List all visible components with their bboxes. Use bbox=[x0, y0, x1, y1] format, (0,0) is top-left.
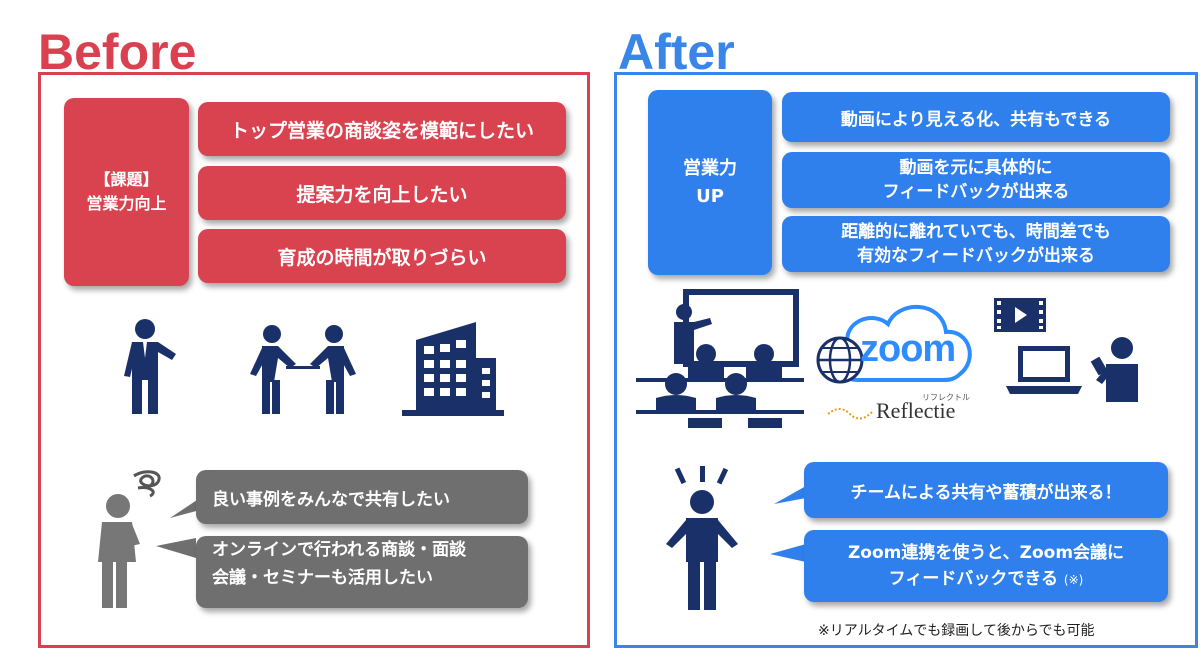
speech-tail bbox=[774, 486, 806, 504]
before-item-1: トップ営業の商談姿を模範にしたい bbox=[198, 102, 566, 156]
reflectie-mark-icon bbox=[827, 408, 873, 420]
after-issue-box: 営業力 UP bbox=[648, 90, 772, 275]
before-heading: Before bbox=[38, 24, 197, 80]
after-panel bbox=[614, 72, 1198, 648]
after-speech-bubble-1: チームによる共有や蓄積が出来る！ bbox=[804, 462, 1168, 518]
after-speech-label: チームによる共有や蓄積が出来る！ bbox=[850, 482, 1122, 503]
person-with-tablet-icon bbox=[1090, 337, 1138, 402]
reflectie-kana: リフレクトル bbox=[922, 393, 970, 402]
after-item-line: 動画を元に具体的に bbox=[899, 158, 1053, 178]
speech-tail bbox=[770, 544, 806, 562]
after-issue-line1: 営業力 bbox=[683, 157, 737, 179]
before-item-label: トップ営業の商談姿を模範にしたい bbox=[229, 119, 534, 142]
after-speech-line: Zoom連携を使うと、Zoom会議に bbox=[847, 542, 1125, 563]
excited-person-icon bbox=[666, 466, 738, 610]
before-speech-bubble-2: オンラインで行われる商談・面談 会議・セミナーも活用したい bbox=[196, 536, 528, 608]
after-speech-bubble-2: Zoom連携を使うと、Zoom会議に フィードバックできる (※) bbox=[804, 530, 1168, 602]
before-item-2: 提案力を向上したい bbox=[198, 166, 566, 220]
laptop-icon bbox=[1006, 346, 1082, 394]
speech-tail bbox=[156, 538, 196, 558]
before-speech-line: オンラインで行われる商談・面談 bbox=[212, 540, 467, 560]
after-item-line: 距離的に離れていても、時間差でも bbox=[841, 222, 1111, 242]
before-issue-box: 【課題】 営業力向上 bbox=[64, 98, 189, 286]
zoom-cloud-icon bbox=[816, 304, 972, 384]
after-item-3: 距離的に離れていても、時間差でも 有効なフィードバックが出来る bbox=[782, 216, 1170, 272]
after-speech-line: フィードバックできる bbox=[888, 568, 1058, 589]
before-item-label: 育成の時間が取りづらい bbox=[277, 246, 487, 269]
office-building-icon bbox=[402, 322, 504, 416]
after-item-label: 動画により見える化、共有もできる bbox=[840, 109, 1112, 130]
before-issue-line2: 営業力向上 bbox=[86, 194, 167, 213]
reflectie-logo: Reflectie bbox=[876, 398, 956, 423]
after-item-line: フィードバックが出来る bbox=[882, 182, 1070, 202]
before-speech-line: 会議・セミナーも活用したい bbox=[212, 568, 433, 588]
before-speech-bubble-1: 良い事例をみんなで共有したい bbox=[196, 470, 528, 524]
after-issue-line2: UP bbox=[696, 185, 724, 207]
before-panel bbox=[38, 72, 590, 648]
before-issue-line1: 【課題】 bbox=[94, 170, 159, 189]
footnote: ※リアルタイムでも録画して後からでも可能 bbox=[818, 623, 1095, 639]
business-meeting-icon bbox=[250, 325, 356, 414]
after-item-2: 動画を元に具体的に フィードバックが出来る bbox=[782, 152, 1170, 208]
confused-person-icon bbox=[98, 470, 161, 608]
zoom-logo: zoom bbox=[860, 328, 956, 370]
after-speech-line2-wrap: フィードバックできる (※) bbox=[889, 566, 1084, 593]
seminar-presentation-icon bbox=[636, 289, 804, 428]
after-heading: After bbox=[618, 24, 735, 80]
after-item-1: 動画により見える化、共有もできる bbox=[782, 92, 1170, 142]
video-film-icon bbox=[994, 298, 1046, 332]
before-item-label: 提案力を向上したい bbox=[296, 183, 468, 206]
after-speech-mark: (※) bbox=[1063, 572, 1084, 587]
before-speech-label: 良い事例をみんなで共有したい bbox=[212, 489, 450, 510]
presenter-icon bbox=[124, 319, 176, 414]
speech-tail bbox=[170, 498, 200, 518]
before-item-3: 育成の時間が取りづらい bbox=[198, 229, 566, 283]
after-item-line: 有効なフィードバックが出来る bbox=[857, 246, 1095, 266]
